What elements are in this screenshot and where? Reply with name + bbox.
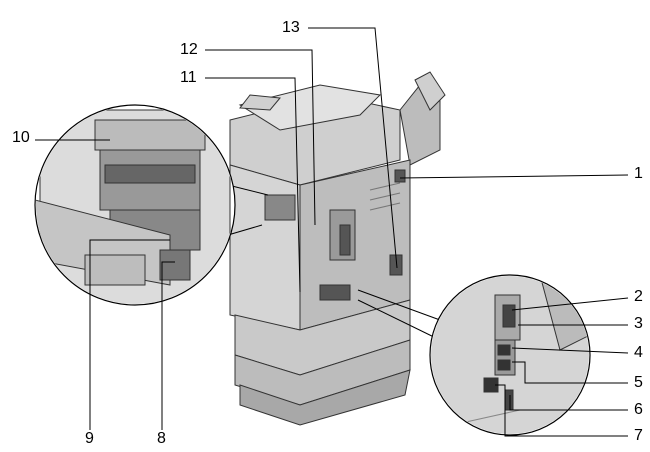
callout-2: 2 (634, 288, 643, 305)
callout-3: 3 (634, 315, 643, 332)
callout-5: 5 (634, 374, 643, 391)
printer-body (229, 71, 446, 426)
callout-4: 4 (634, 344, 643, 361)
callout-6: 6 (634, 401, 643, 418)
callout-1: 1 (634, 165, 643, 182)
callout-9: 9 (85, 430, 94, 447)
callout-leader-lines (35, 27, 629, 437)
callout-7: 7 (634, 427, 643, 444)
fuser-detail-circle (34, 104, 269, 306)
callout-13: 13 (282, 19, 300, 36)
callout-11: 11 (180, 69, 197, 86)
callout-12: 12 (180, 41, 198, 58)
callout-10: 10 (12, 129, 30, 146)
callout-8: 8 (157, 430, 166, 447)
